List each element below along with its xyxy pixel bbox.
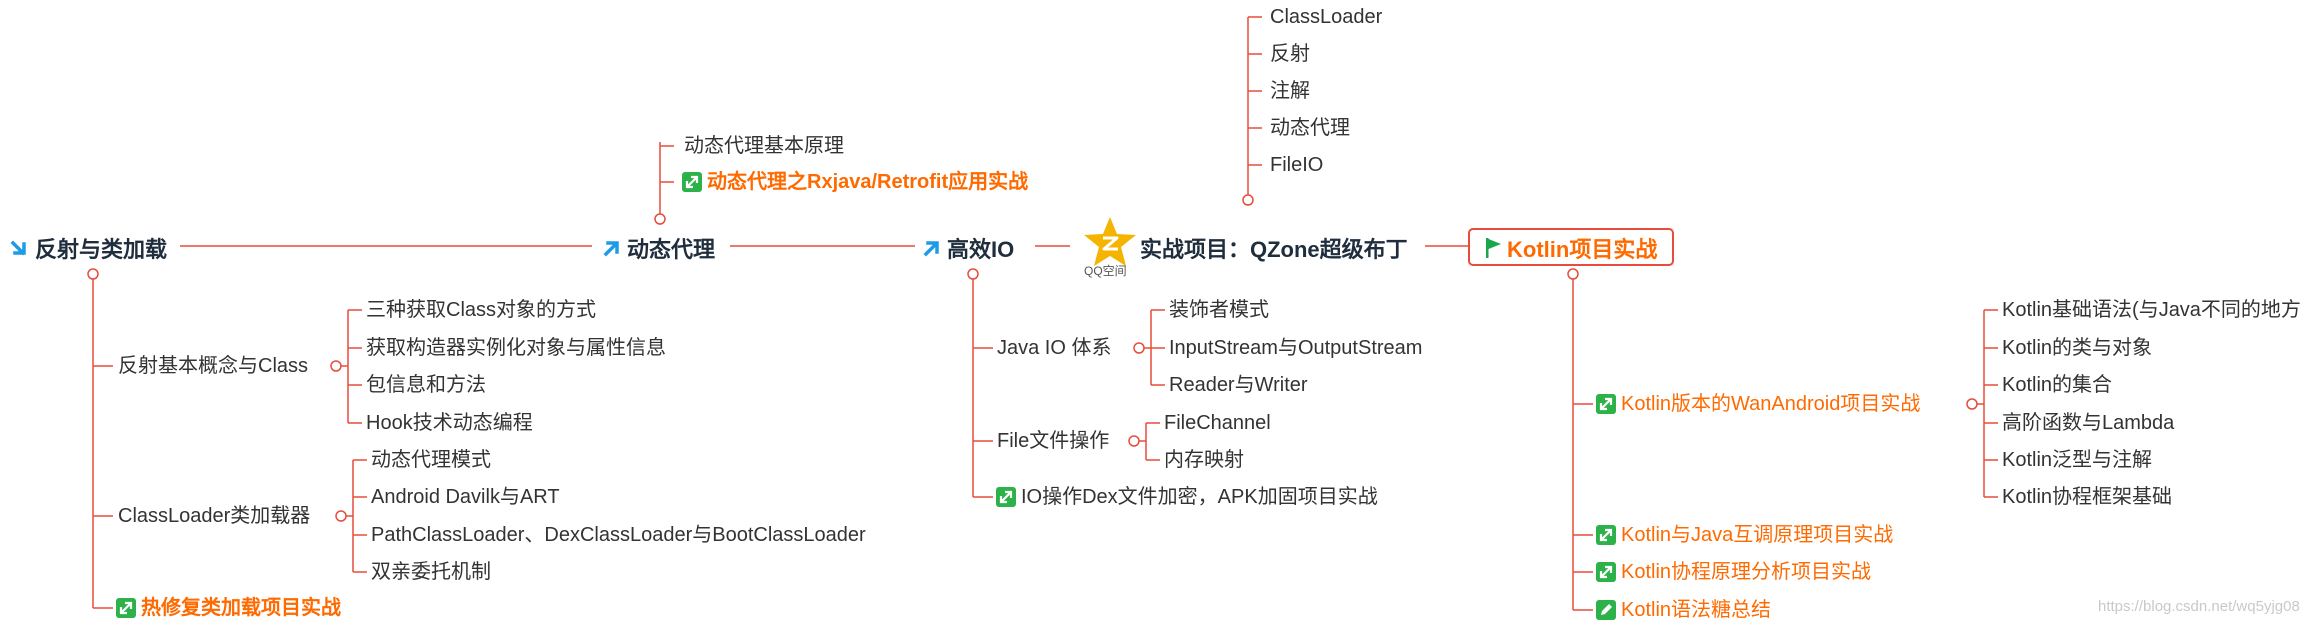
- dynamic-proxy-basic[interactable]: 动态代理基本原理: [684, 135, 844, 157]
- kotlin-wanandroid-item[interactable]: Kotlin的类与对象: [2002, 337, 2153, 359]
- node-dynamic-proxy[interactable]: 动态代理: [602, 232, 715, 264]
- arrow-up-right-icon: [923, 241, 939, 257]
- node-kotlin[interactable]: Kotlin项目实战: [1484, 232, 1657, 264]
- pencil-icon: [1596, 600, 1616, 620]
- qzone-topic[interactable]: 反射: [1270, 43, 1310, 65]
- dynamic-proxy-practice[interactable]: 动态代理之Rxjava/Retrofit应用实战: [682, 170, 1028, 194]
- task-icon: [996, 487, 1016, 507]
- file-ops-item[interactable]: 内存映射: [1164, 449, 1244, 471]
- java-io-item[interactable]: Reader与Writer: [1169, 374, 1308, 396]
- classloader-item[interactable]: 动态代理模式: [371, 449, 491, 471]
- watermark: https://blog.csdn.net/wq5yjg08: [2098, 598, 2300, 615]
- task-icon: [1596, 562, 1616, 582]
- kotlin-interop[interactable]: Kotlin与Java互调原理项目实战: [1596, 523, 1893, 547]
- kotlin-wanandroid-item[interactable]: Kotlin泛型与注解: [2002, 449, 2153, 471]
- io-java-io[interactable]: Java IO 体系: [997, 337, 1112, 359]
- java-io-item[interactable]: 装饰者模式: [1169, 299, 1269, 321]
- qzone-logo-text: QQ空间: [1084, 264, 1127, 278]
- kotlin-node-border: [1468, 228, 1674, 266]
- node-reflection-label: 反射与类加载: [35, 237, 168, 262]
- kotlin-sugar[interactable]: Kotlin语法糖总结: [1596, 598, 1771, 622]
- node-kotlin-label: Kotlin项目实战: [1507, 237, 1658, 262]
- reflection-hotfix-label: 热修复类加载项目实战: [141, 597, 341, 619]
- classloader-item[interactable]: PathClassLoader、DexClassLoader与BootClass…: [371, 524, 866, 546]
- kotlin-wanandroid-item[interactable]: Kotlin基础语法(与Java不同的地方: [2002, 299, 2301, 321]
- kotlin-wanandroid-item[interactable]: Kotlin协程框架基础: [2002, 486, 2173, 508]
- task-icon: [116, 598, 136, 618]
- kotlin-wanandroid-item[interactable]: Kotlin的集合: [2002, 374, 2113, 396]
- reflection-classloader[interactable]: ClassLoader类加载器: [118, 505, 311, 527]
- node-efficient-io-label: 高效IO: [947, 237, 1015, 262]
- task-icon: [1596, 394, 1616, 414]
- kotlin-wanandroid-item[interactable]: 高阶函数与Lambda: [2002, 412, 2175, 434]
- node-efficient-io[interactable]: 高效IO: [922, 232, 1014, 264]
- reflection-hotfix[interactable]: 热修复类加载项目实战: [116, 596, 341, 620]
- qzone-topic[interactable]: 动态代理: [1270, 117, 1350, 139]
- node-reflection[interactable]: 反射与类加载: [10, 232, 167, 264]
- dynamic-proxy-practice-label: 动态代理之Rxjava/Retrofit应用实战: [707, 171, 1029, 193]
- qzone-topic[interactable]: FileIO: [1270, 154, 1324, 176]
- node-qzone[interactable]: 实战项目：QZone超级布丁: [1140, 232, 1408, 264]
- reflection-concept-item[interactable]: 获取构造器实例化对象与属性信息: [366, 337, 666, 359]
- io-dex-encrypt[interactable]: IO操作Dex文件加密，APK加固项目实战: [996, 485, 1378, 509]
- kotlin-coroutine-label: Kotlin协程原理分析项目实战: [1621, 561, 1872, 583]
- kotlin-interop-label: Kotlin与Java互调原理项目实战: [1621, 524, 1894, 546]
- arrow-up-right-icon: [603, 241, 619, 257]
- kotlin-wanandroid-label: Kotlin版本的WanAndroid项目实战: [1621, 393, 1921, 415]
- arrow-down-right-icon: [10, 240, 26, 256]
- node-qzone-label: 实战项目：QZone超级布丁: [1140, 237, 1408, 262]
- kotlin-sugar-label: Kotlin语法糖总结: [1621, 599, 1772, 621]
- reflection-concept-item[interactable]: 三种获取Class对象的方式: [366, 299, 597, 321]
- kotlin-wanandroid[interactable]: Kotlin版本的WanAndroid项目实战: [1596, 392, 1920, 416]
- reflection-concept-item[interactable]: 包信息和方法: [366, 374, 486, 396]
- qzone-topic[interactable]: 注解: [1270, 80, 1310, 102]
- task-icon: [1596, 525, 1616, 545]
- qzone-topic[interactable]: ClassLoader: [1270, 6, 1383, 28]
- io-file-ops[interactable]: File文件操作: [997, 430, 1110, 452]
- reflection-concepts[interactable]: 反射基本概念与Class: [118, 355, 309, 377]
- flag-icon: [1486, 238, 1501, 258]
- java-io-item[interactable]: InputStream与OutputStream: [1169, 337, 1423, 359]
- task-icon: [682, 172, 702, 192]
- classloader-item[interactable]: Android Davilk与ART: [371, 486, 560, 508]
- io-dex-encrypt-label: IO操作Dex文件加密，APK加固项目实战: [1021, 486, 1378, 508]
- reflection-concept-item[interactable]: Hook技术动态编程: [366, 412, 533, 434]
- node-dynamic-proxy-label: 动态代理: [627, 237, 716, 262]
- classloader-item[interactable]: 双亲委托机制: [371, 561, 491, 583]
- qzone-star-icon: [1084, 217, 1136, 266]
- kotlin-coroutine[interactable]: Kotlin协程原理分析项目实战: [1596, 560, 1871, 584]
- file-ops-item[interactable]: FileChannel: [1164, 412, 1271, 434]
